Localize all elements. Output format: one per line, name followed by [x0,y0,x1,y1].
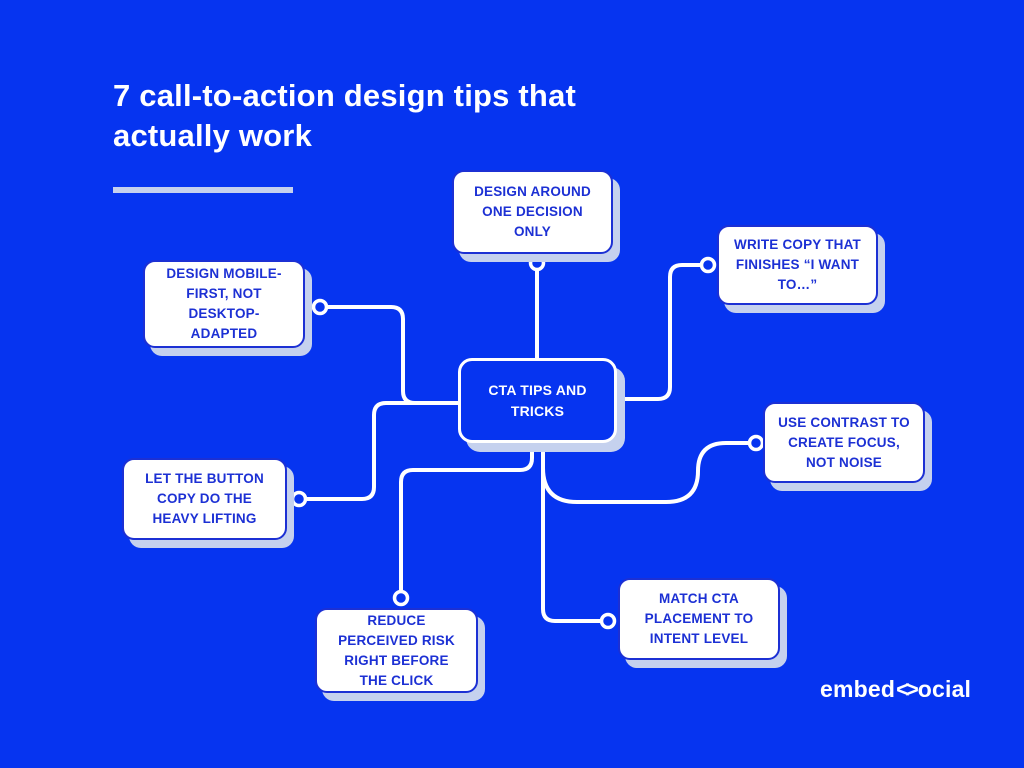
node-let-button: LET THE BUTTON COPY DO THE HEAVY LIFTING [122,458,287,540]
page-title: 7 call-to-action design tips that actual… [113,78,577,153]
node-use-contrast: USE CONTRAST TO CREATE FOCUS, NOT NOISE [763,402,925,483]
connector-reduce-risk [399,441,534,600]
connector-write-copy [615,263,710,401]
connector-use-contrast [541,441,758,504]
connector-dot-match-cta [599,612,617,630]
logo-suffix: ocial [917,676,972,702]
connector-dot-reduce-risk [392,589,410,607]
node-write-copy: WRITE COPY THAT FINISHES “I WANT TO…” [717,225,878,305]
connector-let-button [297,401,460,501]
brand-logo: embed <> ocial [820,676,971,703]
title-underline [113,187,293,193]
connector-dot-write-copy [699,256,717,274]
center-node: CTA TIPS AND TRICKS [458,358,617,443]
node-match-cta: MATCH CTA PLACEMENT TO INTENT LEVEL [618,578,780,660]
connector-dot-use-contrast [747,434,765,452]
connector-dot-design-around [528,254,546,272]
node-mobile-first: DESIGN MOBILE- FIRST, NOT DESKTOP- ADAPT… [143,260,305,348]
node-design-around: DESIGN AROUND ONE DECISION ONLY [452,170,613,254]
node-reduce-risk: REDUCE PERCEIVED RISK RIGHT BEFORE THE C… [315,608,478,693]
logo-s-glyph-icon: <> [896,676,919,702]
connector-dot-let-button [290,490,308,508]
connector-match-cta [541,441,610,623]
connector-mobile-first [318,305,460,405]
connector-dot-mobile-first [311,298,329,316]
logo-prefix: embed [820,676,896,702]
